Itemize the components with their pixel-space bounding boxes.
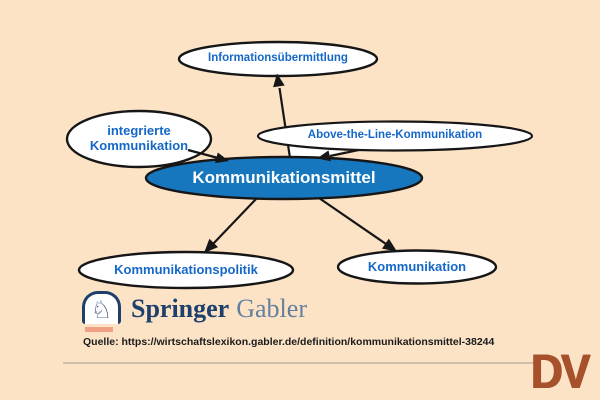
publisher-logo: ♘ Springer Gabler — [82, 291, 307, 332]
arrowhead-abovetheline-icon — [317, 150, 331, 162]
publisher-name-springer: Springer — [131, 294, 230, 323]
node-label-kommunikation: Kommunikation — [367, 259, 467, 274]
publisher-name-gabler: Gabler — [236, 294, 307, 323]
node-label-above-the-line: Above-the-Line-Kommunikation — [307, 129, 483, 141]
node-label-line2: Kommunikation — [89, 137, 189, 153]
arrowhead-politik-icon — [204, 238, 218, 253]
footer-divider — [63, 362, 537, 364]
node-ellipse-above-the-line — [256, 120, 534, 152]
edge-integrierte-to-center — [187, 148, 221, 160]
arrowhead-integrierte-icon — [215, 152, 229, 164]
source-citation: Quelle: https://wirtschaftslexikon.gable… — [83, 336, 495, 348]
node-label-kommunikationspolitik: Kommunikationspolitik — [114, 262, 258, 277]
dv-watermark: DV — [531, 346, 591, 399]
node-ellipse-kommunikationspolitik — [77, 250, 295, 290]
node-ellipse-kommunikation — [336, 249, 498, 285]
node-label-line1: integrierte — [107, 123, 171, 138]
logo-underline-bar — [85, 327, 113, 332]
edge-center-to-kommunikation — [318, 197, 387, 245]
node-ellipse-integrierte-kommunikation — [65, 109, 213, 169]
chess-knight-icon: ♘ — [82, 291, 121, 324]
edge-center-to-informationsuebermittlung — [278, 87, 292, 159]
node-label-informationsuebermittlung: Informationsübermittlung — [208, 52, 348, 64]
node-ellipse-kommunikationsmittel — [144, 155, 424, 201]
edge-center-to-kommunikationspolitik — [212, 197, 258, 245]
arrowhead-kommunikation-icon — [382, 238, 397, 252]
node-label-integrierte-kommunikation: integrierte Kommunikation — [67, 123, 211, 153]
arrowhead-up-icon — [273, 73, 285, 88]
node-label-kommunikationsmittel: Kommunikationsmittel — [192, 168, 376, 187]
